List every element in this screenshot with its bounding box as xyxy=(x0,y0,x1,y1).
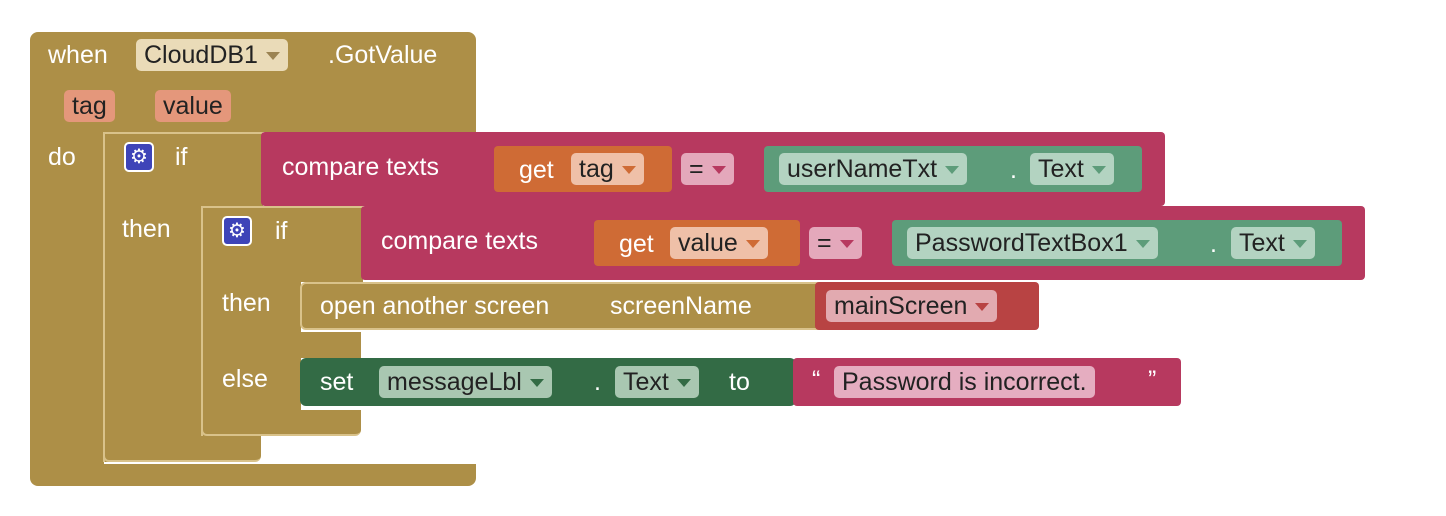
if-label: if xyxy=(275,217,288,245)
operator-label: = xyxy=(817,229,832,257)
property-dropdown-text[interactable]: Text xyxy=(615,366,699,398)
variable-dropdown-value[interactable]: value xyxy=(670,227,768,259)
chevron-down-icon xyxy=(1292,240,1307,249)
component-dropdown-label: PasswordTextBox1 xyxy=(915,229,1128,257)
chevron-down-icon xyxy=(711,166,726,175)
if-block-inner-bottom xyxy=(201,410,361,436)
set-label: set xyxy=(320,368,354,396)
component-dropdown-passwordtextbox1[interactable]: PasswordTextBox1 xyxy=(907,227,1158,259)
event-block-bottom xyxy=(30,464,476,486)
component-dropdown-label: userNameTxt xyxy=(787,155,938,183)
operator-label: = xyxy=(689,155,704,183)
if-label: if xyxy=(175,143,188,171)
chevron-down-icon xyxy=(745,240,760,249)
variable-dropdown-label: value xyxy=(678,229,738,257)
then-label: then xyxy=(122,215,171,243)
text-string-field[interactable]: Password is incorrect. xyxy=(834,366,1095,398)
param-value[interactable]: value xyxy=(155,90,231,122)
component-dropdown-clouddb1[interactable]: CloudDB1 xyxy=(136,39,288,71)
property-dropdown-label: Text xyxy=(623,368,669,396)
compare-texts-label: compare texts xyxy=(381,227,539,255)
else-label: else xyxy=(222,365,268,393)
chevron-down-icon xyxy=(676,379,691,388)
if-block-outer-arm xyxy=(103,204,203,462)
chevron-down-icon xyxy=(1091,166,1106,175)
screen-name-dropdown-label: mainScreen xyxy=(834,292,968,320)
screen-name-dropdown[interactable]: mainScreen xyxy=(826,290,998,322)
param-tag-label: tag xyxy=(72,92,107,120)
variable-dropdown-label: tag xyxy=(579,155,614,183)
chevron-down-icon xyxy=(975,303,990,312)
operator-dropdown[interactable]: = xyxy=(681,153,734,185)
operator-dropdown[interactable]: = xyxy=(809,227,862,259)
property-dropdown-text[interactable]: Text xyxy=(1030,153,1114,185)
text-string-value: Password is incorrect. xyxy=(842,368,1087,396)
to-label: to xyxy=(729,368,750,396)
dot-separator: . xyxy=(1210,230,1217,258)
property-dropdown-label: Text xyxy=(1239,229,1285,257)
if-block-outer-bottom xyxy=(103,436,261,462)
chevron-down-icon xyxy=(529,379,544,388)
chevron-down-icon xyxy=(945,166,960,175)
component-dropdown-label: messageLbl xyxy=(387,368,522,396)
component-dropdown-usernametxt[interactable]: userNameTxt xyxy=(779,153,968,185)
then-label: then xyxy=(222,289,271,317)
quote-close: ” xyxy=(1148,366,1157,394)
gear-icon[interactable]: ⚙ xyxy=(222,216,252,246)
component-dropdown-label: CloudDB1 xyxy=(144,41,258,69)
dot-separator: . xyxy=(594,368,601,396)
property-dropdown-text[interactable]: Text xyxy=(1231,227,1315,259)
chevron-down-icon xyxy=(621,166,636,175)
gear-icon[interactable]: ⚙ xyxy=(124,142,154,172)
component-dropdown-messagelbl[interactable]: messageLbl xyxy=(379,366,552,398)
chevron-down-icon xyxy=(839,240,854,249)
quote-open: “ xyxy=(812,366,821,394)
open-another-screen-label: open another screen xyxy=(320,292,550,320)
event-name: .GotValue xyxy=(328,41,438,69)
chevron-down-icon xyxy=(1135,240,1150,249)
property-dropdown-label: Text xyxy=(1038,155,1084,183)
screen-name-param-label: screenName xyxy=(610,292,752,320)
compare-texts-label: compare texts xyxy=(282,153,440,181)
get-label: get xyxy=(619,230,654,258)
if-block-inner-else-bar xyxy=(201,332,361,358)
param-value-label: value xyxy=(163,92,223,120)
event-block-left-arm xyxy=(30,130,104,470)
variable-dropdown-tag[interactable]: tag xyxy=(571,153,644,185)
do-label: do xyxy=(48,143,76,171)
get-label: get xyxy=(519,156,554,184)
param-tag[interactable]: tag xyxy=(64,90,115,122)
chevron-down-icon xyxy=(265,52,280,61)
dot-separator: . xyxy=(1010,156,1017,184)
open-another-screen-block[interactable] xyxy=(300,282,826,330)
when-label: when xyxy=(48,41,108,69)
